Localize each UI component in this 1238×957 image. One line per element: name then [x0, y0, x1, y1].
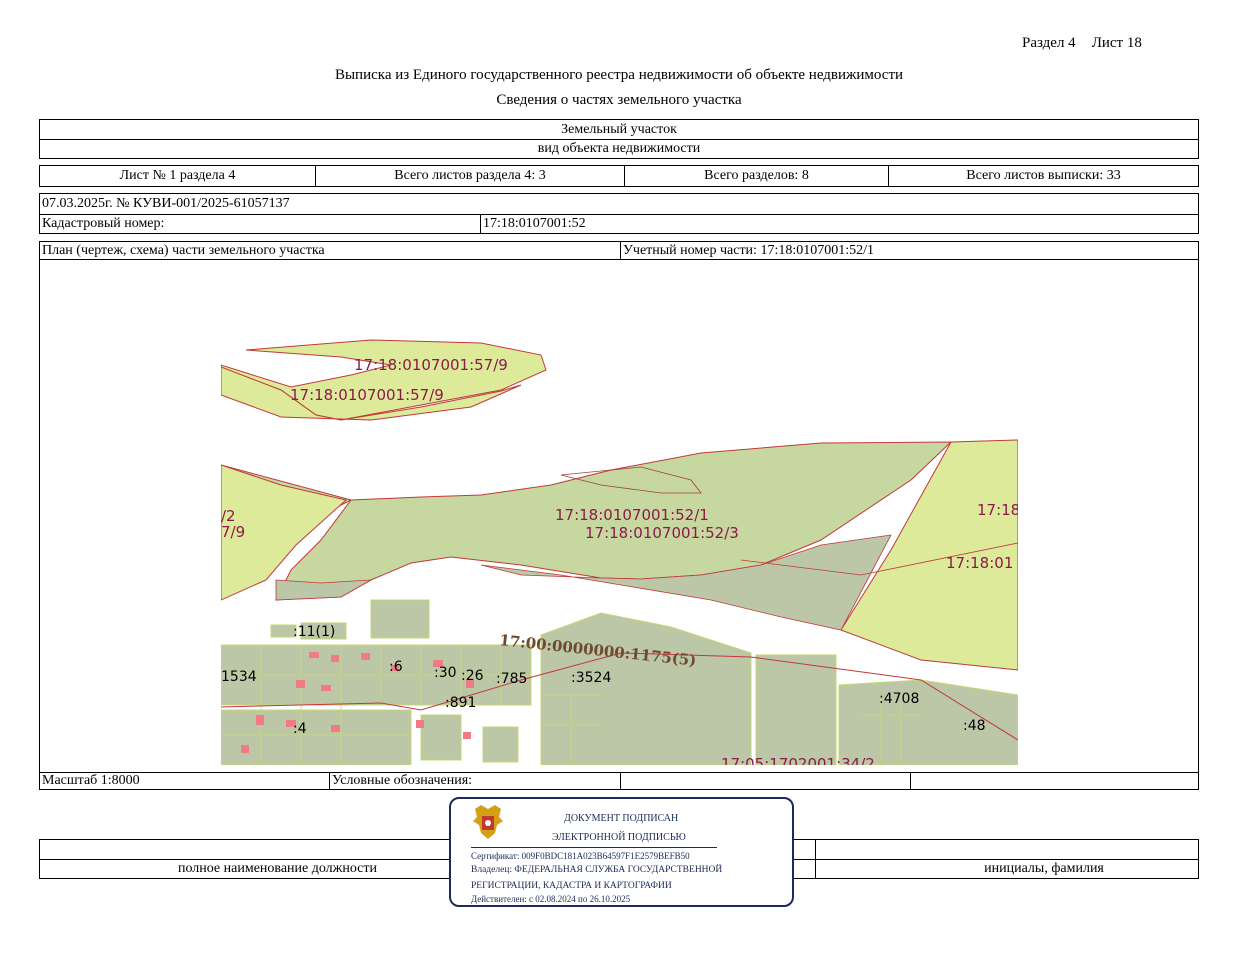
map-label-top-b: 17:18:0107001:57/9	[290, 386, 444, 404]
map-label-4708: :4708	[879, 691, 919, 707]
stamp-owner1: Владелец: ФЕДЕРАЛЬНАЯ СЛУЖБА ГОСУДАРСТВЕ…	[471, 865, 723, 875]
cadastral-value: 17:18:0107001:52	[480, 215, 1198, 233]
sheet-number: Лист 18	[1091, 35, 1142, 51]
total-sections: Всего разделов: 8	[624, 166, 888, 186]
legend-cell-2	[620, 773, 910, 789]
plan-area	[39, 259, 1199, 772]
object-name: Земельный участок	[561, 121, 677, 137]
map-label-right-b: 17:18:01	[946, 554, 1013, 572]
map-label-left-a: /2	[221, 507, 236, 525]
map-label-30: :30	[434, 665, 457, 681]
stamp-line2: ЭЛЕКТРОННОЙ ПОДПИСЬЮ	[552, 832, 686, 843]
map-label-6: :6	[389, 659, 403, 675]
section-number: Раздел 4	[1022, 35, 1076, 51]
name-label: инициалы, фамилия	[984, 861, 1104, 876]
stamp-line1: ДОКУМЕНТ ПОДПИСАН	[564, 813, 679, 824]
position-label: полное наименование должности	[177, 861, 378, 876]
document-subtitle: Сведения о частях земельного участка	[496, 92, 742, 108]
document-title: Выписка из Единого государственного реес…	[334, 67, 904, 83]
cadastral-map: 17:18:0107001:57/9 17:18:0107001:57/9 /2…	[221, 339, 1018, 765]
stamp-owner2: РЕГИСТРАЦИИ, КАДАСТРА И КАРТОГРАФИИ	[471, 881, 672, 891]
scale-label: Масштаб 1:8000	[42, 773, 140, 788]
map-label-top-a: 17:18:0107001:57/9	[354, 356, 508, 374]
map-label-785: :785	[496, 671, 527, 687]
map-label-11: :11(1)	[293, 624, 335, 640]
sheet-no: Лист № 1 раздела 4	[119, 168, 236, 183]
sheet-header: Раздел 4 Лист 18	[1022, 35, 1142, 52]
plan-header: План (чертеж, схема) части земельного уч…	[39, 241, 1199, 260]
object-kind-label: вид объекта недвижимости	[537, 141, 701, 156]
map-label-891: :891	[445, 695, 476, 711]
map-label-bottom: 17:05:1702001:34/2	[721, 755, 875, 765]
date-number: 07.03.2025г. № КУВИ-001/2025-61057137	[42, 196, 290, 211]
map-label-part3: 17:18:0107001:52/3	[585, 524, 739, 542]
stamp-cert: Сертификат: 009F0BDC181A023B64597F1E2579…	[471, 851, 690, 861]
plan-title: План (чертеж, схема) части земельного уч…	[42, 242, 325, 258]
legend-cell-3	[910, 773, 1198, 789]
map-label-26: :26	[461, 668, 484, 684]
total-section-sheets: Всего листов раздела 4: 3	[315, 166, 624, 186]
total-sheets: Всего листов выписки: 33	[888, 166, 1198, 186]
map-label-part1: 17:18:0107001:52/1	[555, 506, 709, 524]
map-label-4: :4	[293, 721, 307, 737]
object-block: Земельный участок вид объекта недвижимос…	[39, 119, 1199, 159]
doc-info: 07.03.2025г. № КУВИ-001/2025-61057137 Ка…	[39, 193, 1199, 234]
coat-of-arms-icon	[473, 805, 503, 839]
map-label-left-b: 7/9	[221, 523, 245, 541]
legend-label: Условные обозначения:	[329, 773, 620, 789]
map-label-3524: :3524	[571, 670, 611, 686]
cadastral-label: Кадастровый номер:	[42, 216, 165, 231]
e-signature-stamp: ДОКУМЕНТ ПОДПИСАН ЭЛЕКТРОННОЙ ПОДПИСЬЮ С…	[449, 797, 794, 907]
sheets-row: Лист № 1 раздела 4 Всего листов раздела …	[39, 165, 1199, 187]
stamp-valid: Действителен: с 02.08.2024 по 26.10.2025	[471, 894, 631, 904]
map-label-1534: 1534	[221, 669, 257, 685]
map-label-right-a: 17:18	[977, 501, 1018, 519]
map-label-48: :48	[963, 718, 986, 734]
scale-row: Масштаб 1:8000 Условные обозначения:	[39, 772, 1199, 790]
part-number: Учетный номер части: 17:18:0107001:52/1	[620, 242, 1198, 259]
